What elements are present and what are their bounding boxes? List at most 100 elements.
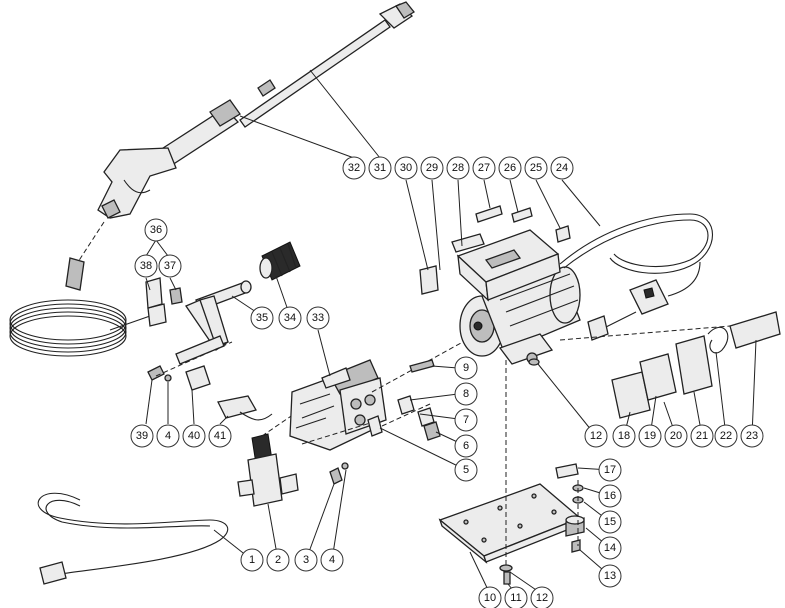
callout-circle [158, 254, 182, 278]
callout-number: 16 [604, 490, 616, 502]
callout-number: 7 [463, 414, 469, 426]
foot-hardware [499, 358, 585, 585]
callout-c16: 16 [598, 484, 622, 508]
callout-c20: 20 [664, 424, 688, 448]
callout-c18: 18 [612, 424, 636, 448]
callout-circle [278, 306, 302, 330]
callout-number: 14 [604, 542, 616, 554]
handle-bracket [147, 280, 252, 391]
callout-c8: 8 [454, 382, 478, 406]
callout-c35: 35 [250, 306, 274, 330]
callout-c9: 9 [454, 356, 478, 380]
callout-number: 21 [696, 430, 708, 442]
spray-lance [239, 1, 415, 128]
callout-number: 31 [374, 162, 386, 174]
spray-gun [97, 99, 241, 219]
inlet-hose [37, 492, 229, 585]
decal-41 [217, 395, 273, 421]
callout-c12b: 12 [530, 586, 554, 608]
callout-number: 41 [214, 430, 226, 442]
callout-number: 29 [426, 162, 438, 174]
callout-number: 26 [504, 162, 516, 174]
callout-number: 36 [150, 224, 162, 236]
callout-c26: 26 [498, 156, 522, 180]
callout-number: 20 [670, 430, 682, 442]
callout-circle [714, 424, 738, 448]
callout-circle [690, 424, 714, 448]
motor-labels [419, 205, 571, 295]
callout-circle [134, 254, 158, 278]
callout-c37: 37 [158, 254, 182, 278]
hose-fittings [145, 277, 183, 309]
callout-c2: 2 [266, 548, 290, 572]
callout-number: 30 [400, 162, 412, 174]
callout-circle [638, 424, 662, 448]
callout-c4b: 4 [320, 548, 344, 572]
callout-number: 11 [510, 592, 521, 604]
callout-number: 2 [275, 554, 281, 566]
callout-circle [182, 424, 206, 448]
callout-circle [320, 548, 344, 572]
callout-c39: 39 [130, 424, 154, 448]
callout-c14: 14 [598, 536, 622, 560]
inlet-fittings [367, 359, 441, 441]
callout-c22: 22 [714, 424, 738, 448]
callout-number: 8 [463, 388, 469, 400]
callout-number: 12 [590, 430, 602, 442]
callout-circle [144, 218, 168, 242]
callout-circle [584, 424, 608, 448]
callout-c23: 23 [740, 424, 764, 448]
callout-circle [446, 156, 470, 180]
callout-number: 19 [644, 430, 656, 442]
callout-number: 13 [604, 570, 616, 582]
callout-circle [130, 424, 154, 448]
motor-switch-box [456, 229, 561, 302]
leader-lines [145, 69, 757, 595]
callout-c5: 5 [454, 458, 478, 482]
callout-c31: 31 [368, 156, 392, 180]
callout-number: 9 [463, 362, 469, 374]
callout-circle [740, 424, 764, 448]
callout-c36: 36 [144, 218, 168, 242]
callout-c21: 21 [690, 424, 714, 448]
callout-number: 5 [463, 464, 469, 476]
callout-circle [664, 424, 688, 448]
callout-circle [454, 434, 478, 458]
callout-c15: 15 [598, 510, 622, 534]
callout-c40: 40 [182, 424, 206, 448]
callout-c13: 13 [598, 564, 622, 588]
callout-circle [294, 548, 318, 572]
callout-c19: 19 [638, 424, 662, 448]
power-cord-gfci [559, 213, 713, 341]
callout-circle [368, 156, 392, 180]
callout-circle [472, 156, 496, 180]
callout-circle [454, 356, 478, 380]
callout-circle [454, 458, 478, 482]
callout-number: 4 [329, 554, 335, 566]
callout-c6: 6 [454, 434, 478, 458]
callout-circle [208, 424, 232, 448]
callout-c33: 33 [306, 306, 330, 330]
callout-c4a: 4 [156, 424, 180, 448]
callout-circle [420, 156, 444, 180]
high-pressure-hose [9, 221, 167, 357]
unloader-valve [237, 409, 301, 507]
callout-number: 33 [312, 312, 324, 324]
callout-number: 22 [720, 430, 732, 442]
callout-number: 18 [618, 430, 630, 442]
decals-right [559, 311, 781, 419]
callout-circle [454, 382, 478, 406]
callout-number: 6 [463, 440, 469, 452]
callout-c38: 38 [134, 254, 158, 278]
callout-circle [524, 156, 548, 180]
callout-number: 3 [303, 554, 309, 566]
callout-c10: 10 [478, 586, 502, 608]
callout-c24: 24 [550, 156, 574, 180]
handle-grip [259, 241, 301, 281]
callout-circle [306, 306, 330, 330]
callout-circle [250, 306, 274, 330]
callout-c30: 30 [394, 156, 418, 180]
callout-circle [240, 548, 264, 572]
callout-circle [598, 564, 622, 588]
